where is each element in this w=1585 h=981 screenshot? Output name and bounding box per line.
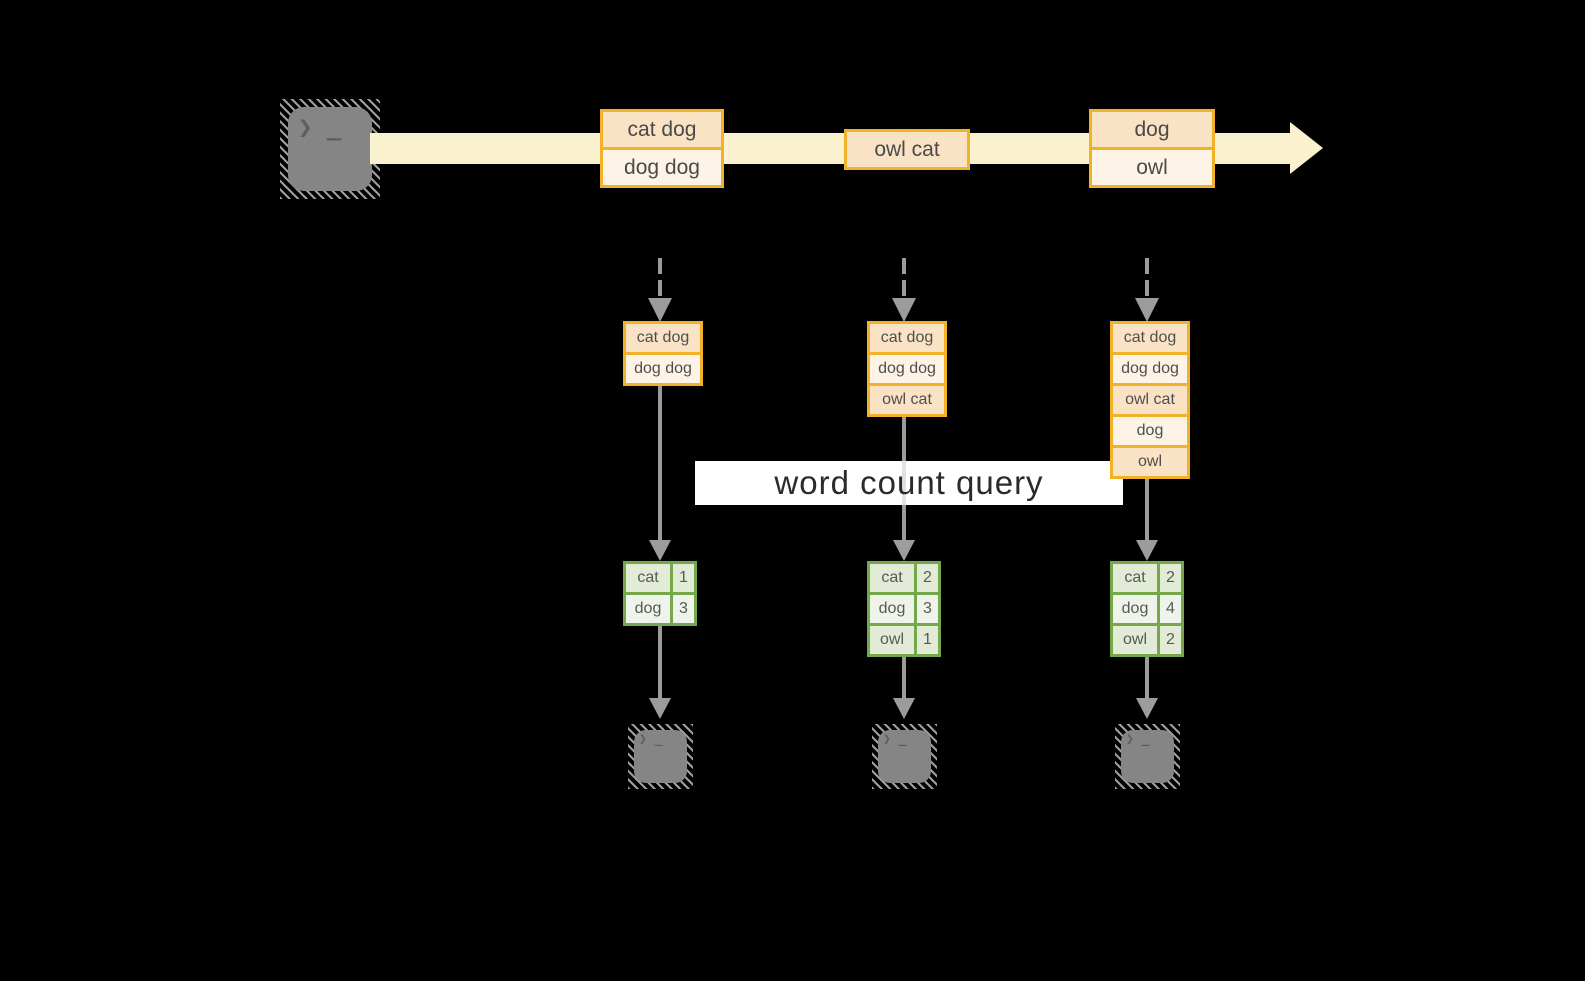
input-line: owl cat bbox=[1113, 383, 1187, 414]
down-arrowhead-icon bbox=[892, 298, 916, 322]
dashed-arrow-segment bbox=[658, 258, 662, 274]
connector-line-faint bbox=[902, 461, 906, 505]
result-count: 3 bbox=[917, 595, 938, 623]
batch-box-2: owl cat bbox=[844, 129, 970, 170]
input-line: owl cat bbox=[870, 383, 944, 414]
input-line: dog dog bbox=[1113, 352, 1187, 383]
batch-line: dog dog bbox=[603, 147, 721, 185]
down-arrowhead-icon bbox=[893, 698, 915, 719]
down-arrowhead-icon bbox=[649, 540, 671, 561]
result-table-2: cat 2 dog 3 owl 1 bbox=[867, 561, 941, 657]
query-label: word count query bbox=[774, 464, 1044, 501]
source-terminal-icon: ❯ _ bbox=[280, 99, 380, 199]
result-word: dog bbox=[870, 595, 914, 623]
batch-line: dog bbox=[1092, 112, 1212, 147]
result-count: 2 bbox=[917, 564, 938, 592]
result-count: 1 bbox=[917, 626, 938, 654]
result-word: owl bbox=[870, 626, 914, 654]
result-count: 4 bbox=[1160, 595, 1181, 623]
dashed-arrow-segment bbox=[1145, 258, 1149, 274]
input-stack-2: cat dog dog dog owl cat bbox=[867, 321, 947, 417]
down-arrowhead-icon bbox=[1135, 298, 1159, 322]
result-count: 1 bbox=[673, 564, 694, 592]
result-word: owl bbox=[1113, 626, 1157, 654]
down-arrowhead-icon bbox=[1136, 698, 1158, 719]
terminal-prompt-glyph: ❯ _ bbox=[298, 113, 342, 141]
result-table-3: cat 2 dog 4 owl 2 bbox=[1110, 561, 1184, 657]
dashed-arrow-segment bbox=[1145, 280, 1149, 296]
input-line: dog bbox=[1113, 414, 1187, 445]
down-arrowhead-icon bbox=[649, 698, 671, 719]
connector-line bbox=[1145, 479, 1149, 542]
timeline-arrowhead-icon bbox=[1290, 122, 1323, 174]
batch-box-1: cat dog dog dog bbox=[600, 109, 724, 188]
input-line: cat dog bbox=[626, 324, 700, 352]
batch-line: cat dog bbox=[603, 112, 721, 147]
sink-terminal-icon: ❯ _ bbox=[1115, 724, 1180, 789]
result-word: cat bbox=[1113, 564, 1157, 592]
dashed-arrow-segment bbox=[658, 280, 662, 296]
result-word: cat bbox=[626, 564, 670, 592]
input-stack-1: cat dog dog dog bbox=[623, 321, 703, 386]
result-word: dog bbox=[1113, 595, 1157, 623]
connector-line bbox=[658, 386, 662, 542]
query-label-box: word count query bbox=[695, 461, 1123, 505]
sink-terminal-icon: ❯ _ bbox=[628, 724, 693, 789]
input-line: owl bbox=[1113, 445, 1187, 476]
connector-line bbox=[658, 626, 662, 700]
input-stack-3: cat dog dog dog owl cat dog owl bbox=[1110, 321, 1190, 479]
result-word: cat bbox=[870, 564, 914, 592]
terminal-prompt-glyph: ❯ _ bbox=[639, 732, 663, 747]
input-line: cat dog bbox=[870, 324, 944, 352]
result-table-1: cat 1 dog 3 bbox=[623, 561, 697, 626]
input-line: cat dog bbox=[1113, 324, 1187, 352]
terminal-screen bbox=[878, 730, 931, 783]
result-word: dog bbox=[626, 595, 670, 623]
batch-box-3: dog owl bbox=[1089, 109, 1215, 188]
result-count: 2 bbox=[1160, 564, 1181, 592]
input-line: dog dog bbox=[870, 352, 944, 383]
down-arrowhead-icon bbox=[1136, 540, 1158, 561]
batch-line: owl cat bbox=[847, 132, 967, 167]
terminal-prompt-glyph: ❯ _ bbox=[1126, 732, 1150, 747]
connector-line bbox=[902, 657, 906, 700]
down-arrowhead-icon bbox=[648, 298, 672, 322]
connector-line bbox=[1145, 657, 1149, 700]
terminal-prompt-glyph: ❯ _ bbox=[883, 732, 907, 747]
result-count: 2 bbox=[1160, 626, 1181, 654]
terminal-screen bbox=[634, 730, 687, 783]
input-line: dog dog bbox=[626, 352, 700, 383]
dashed-arrow-segment bbox=[902, 258, 906, 274]
result-count: 3 bbox=[673, 595, 694, 623]
sink-terminal-icon: ❯ _ bbox=[872, 724, 937, 789]
down-arrowhead-icon bbox=[893, 540, 915, 561]
batch-line: owl bbox=[1092, 147, 1212, 185]
dashed-arrow-segment bbox=[902, 280, 906, 296]
terminal-screen bbox=[288, 107, 372, 191]
terminal-screen bbox=[1121, 730, 1174, 783]
